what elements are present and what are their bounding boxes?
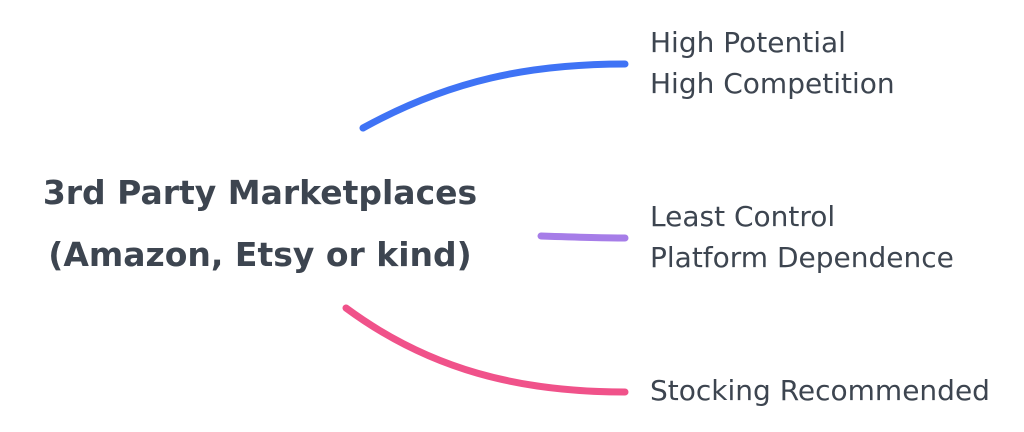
central-topic[interactable]: 3rd Party Marketplaces (Amazon, Etsy or … [0,162,520,286]
branch-topic-high-potential[interactable]: High Potential High Competition [650,22,895,104]
branch-topic-line: Least Control [650,200,836,233]
branch-topic-stocking-recommended[interactable]: Stocking Recommended [650,370,990,411]
branch-topic-line: Stocking Recommended [650,374,990,407]
branch-topic-line: High Potential [650,26,846,59]
branch-topic-least-control[interactable]: Least Control Platform Dependence [650,196,954,278]
branch-topic-line: High Competition [650,67,895,100]
branch-connector-middle [537,232,629,242]
branch-topic-line: Platform Dependence [650,241,954,274]
central-topic-line-2: (Amazon, Etsy or kind) [48,235,472,274]
branch-connector-bottom [342,304,629,396]
branch-connector-top [359,60,629,132]
central-topic-line-1: 3rd Party Marketplaces [42,173,478,212]
